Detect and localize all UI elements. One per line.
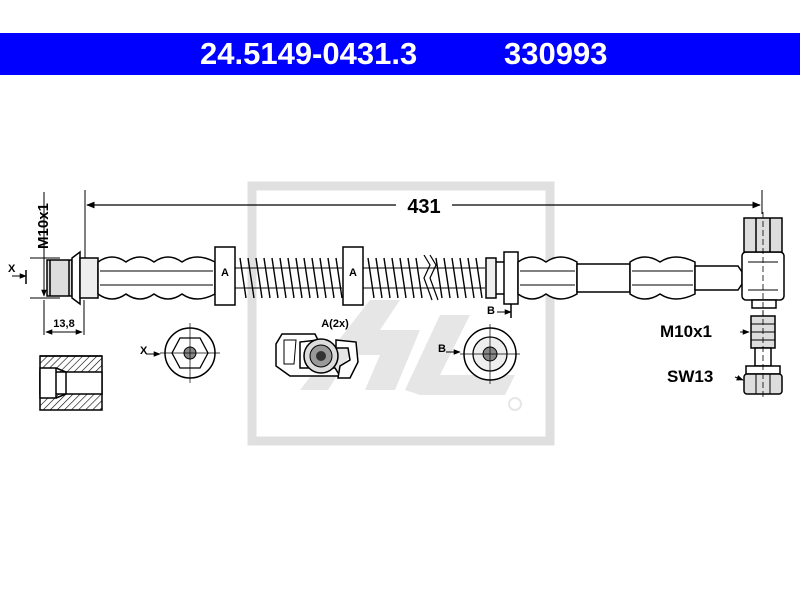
port-section-detail (39, 355, 103, 411)
clip-quantity-label: A(2x) (321, 318, 349, 330)
section-a-label-1: A (221, 267, 229, 279)
section-b-marker: B (487, 305, 495, 317)
reference-number: 330993 (504, 36, 608, 71)
length-label: 431 (407, 196, 440, 218)
section-x-view: X (140, 323, 220, 383)
hex-width-dimension: 13,8 (43, 300, 85, 335)
right-thread-label: M10x1 (660, 322, 712, 341)
section-x-view-label: X (140, 345, 148, 357)
wrench-size-label: SW13 (667, 367, 713, 386)
section-b-view-label: B (438, 343, 446, 355)
banjo-bolt-detail (743, 310, 783, 400)
hex-width-label: 13,8 (53, 318, 74, 330)
ate-watermark-logo (247, 181, 555, 446)
part-number: 24.5149-0431.3 (200, 36, 418, 71)
hose-assembly (46, 212, 785, 318)
section-x-marker: X (8, 263, 16, 275)
title-bar: 24.5149-0431.3 330993 (0, 33, 800, 75)
clip-a-view: A(2x) (275, 318, 359, 379)
section-b-view: B (438, 324, 520, 384)
section-a-label-2: A (349, 267, 357, 279)
length-dimension: 431 (84, 190, 763, 260)
